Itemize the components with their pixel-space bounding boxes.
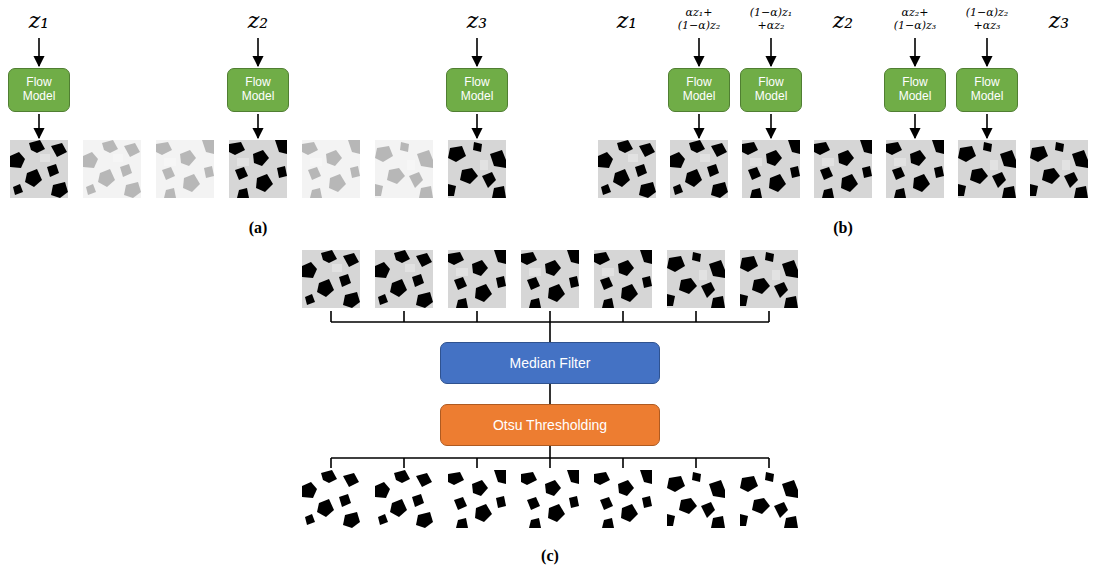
- connector: [549, 384, 551, 404]
- micrograph-tile: [448, 140, 506, 198]
- flow-model-box: Flow Model: [227, 68, 289, 112]
- binary-tile: [667, 470, 725, 528]
- flow-model-box: Flow Model: [668, 68, 730, 112]
- faded-tile: [83, 140, 141, 198]
- binary-tile: [740, 470, 798, 528]
- flow-model-box: Flow Model: [884, 68, 946, 112]
- box-label: Median Filter: [510, 355, 591, 371]
- merge-bracket: [331, 311, 769, 342]
- input-arrow: [476, 38, 478, 66]
- binary-tile: [375, 470, 433, 528]
- micrograph-tile: [814, 140, 872, 198]
- micrograph-tile: [594, 250, 652, 308]
- box-label: Flow Model: [746, 76, 796, 104]
- input-arrow: [986, 38, 988, 66]
- latent-variable: z₃: [1049, 8, 1069, 33]
- micrograph-tile: [375, 250, 433, 308]
- micrograph-tile: [886, 140, 944, 198]
- micrograph-tile: [740, 250, 798, 308]
- flow-model-box: Flow Model: [956, 68, 1018, 112]
- micrograph-tile: [598, 140, 656, 198]
- output-arrow: [698, 114, 700, 138]
- flow-model-box: Flow Model: [740, 68, 802, 112]
- panel-label: (a): [249, 219, 268, 237]
- faded-tile: [375, 140, 433, 198]
- micrograph-tile: [1030, 140, 1088, 198]
- micrograph-tile: [448, 250, 506, 308]
- micrograph-tile: [667, 250, 725, 308]
- box-label: Flow Model: [890, 76, 940, 104]
- panel-label: (c): [541, 547, 559, 565]
- flow-model-box: Flow Model: [446, 68, 508, 112]
- interpolation-formula: αz₁+ (1−α)z₂: [678, 7, 720, 32]
- micrograph-tile: [521, 250, 579, 308]
- binary-tile: [448, 470, 506, 528]
- box-label: Otsu Thresholding: [493, 417, 607, 433]
- box-label: Flow Model: [674, 76, 724, 104]
- latent-variable: z₂: [248, 8, 268, 33]
- box-label: Flow Model: [14, 76, 64, 104]
- input-arrow: [698, 38, 700, 66]
- micrograph-tile: [10, 140, 68, 198]
- interpolation-formula: (1−α)z₂ +αz₃: [966, 7, 1008, 32]
- output-arrow: [986, 114, 988, 138]
- input-arrow: [257, 38, 259, 66]
- micrograph-tile: [229, 140, 287, 198]
- median-filter-box: Median Filter: [440, 342, 660, 384]
- binary-tile: [521, 470, 579, 528]
- box-label: Flow Model: [452, 76, 502, 104]
- micrograph-tile: [958, 140, 1016, 198]
- faded-tile: [302, 140, 360, 198]
- output-arrow: [770, 114, 772, 138]
- output-arrow: [38, 114, 40, 138]
- latent-variable: z₂: [833, 8, 853, 33]
- input-arrow: [38, 38, 40, 66]
- output-arrow: [914, 114, 916, 138]
- interpolation-formula: αz₂+ (1−α)z₃: [894, 7, 936, 32]
- box-label: Flow Model: [233, 76, 283, 104]
- micrograph-tile: [742, 140, 800, 198]
- binary-tile: [594, 470, 652, 528]
- faded-tile: [156, 140, 214, 198]
- input-arrow: [770, 38, 772, 66]
- flow-model-box: Flow Model: [8, 68, 70, 112]
- latent-variable: z₁: [29, 8, 49, 33]
- output-arrow: [257, 114, 259, 138]
- micrograph-tile: [302, 250, 360, 308]
- latent-variable: z₁: [617, 8, 637, 33]
- threshold-box: Otsu Thresholding: [440, 404, 660, 446]
- output-arrow: [476, 114, 478, 138]
- interpolation-formula: (1−α)z₁ +αz₂: [750, 7, 792, 32]
- box-label: Flow Model: [962, 76, 1012, 104]
- panel-label: (b): [833, 219, 853, 237]
- split-bracket: [331, 446, 769, 468]
- input-arrow: [914, 38, 916, 66]
- micrograph-tile: [670, 140, 728, 198]
- binary-tile: [302, 470, 360, 528]
- latent-variable: z₃: [467, 8, 487, 33]
